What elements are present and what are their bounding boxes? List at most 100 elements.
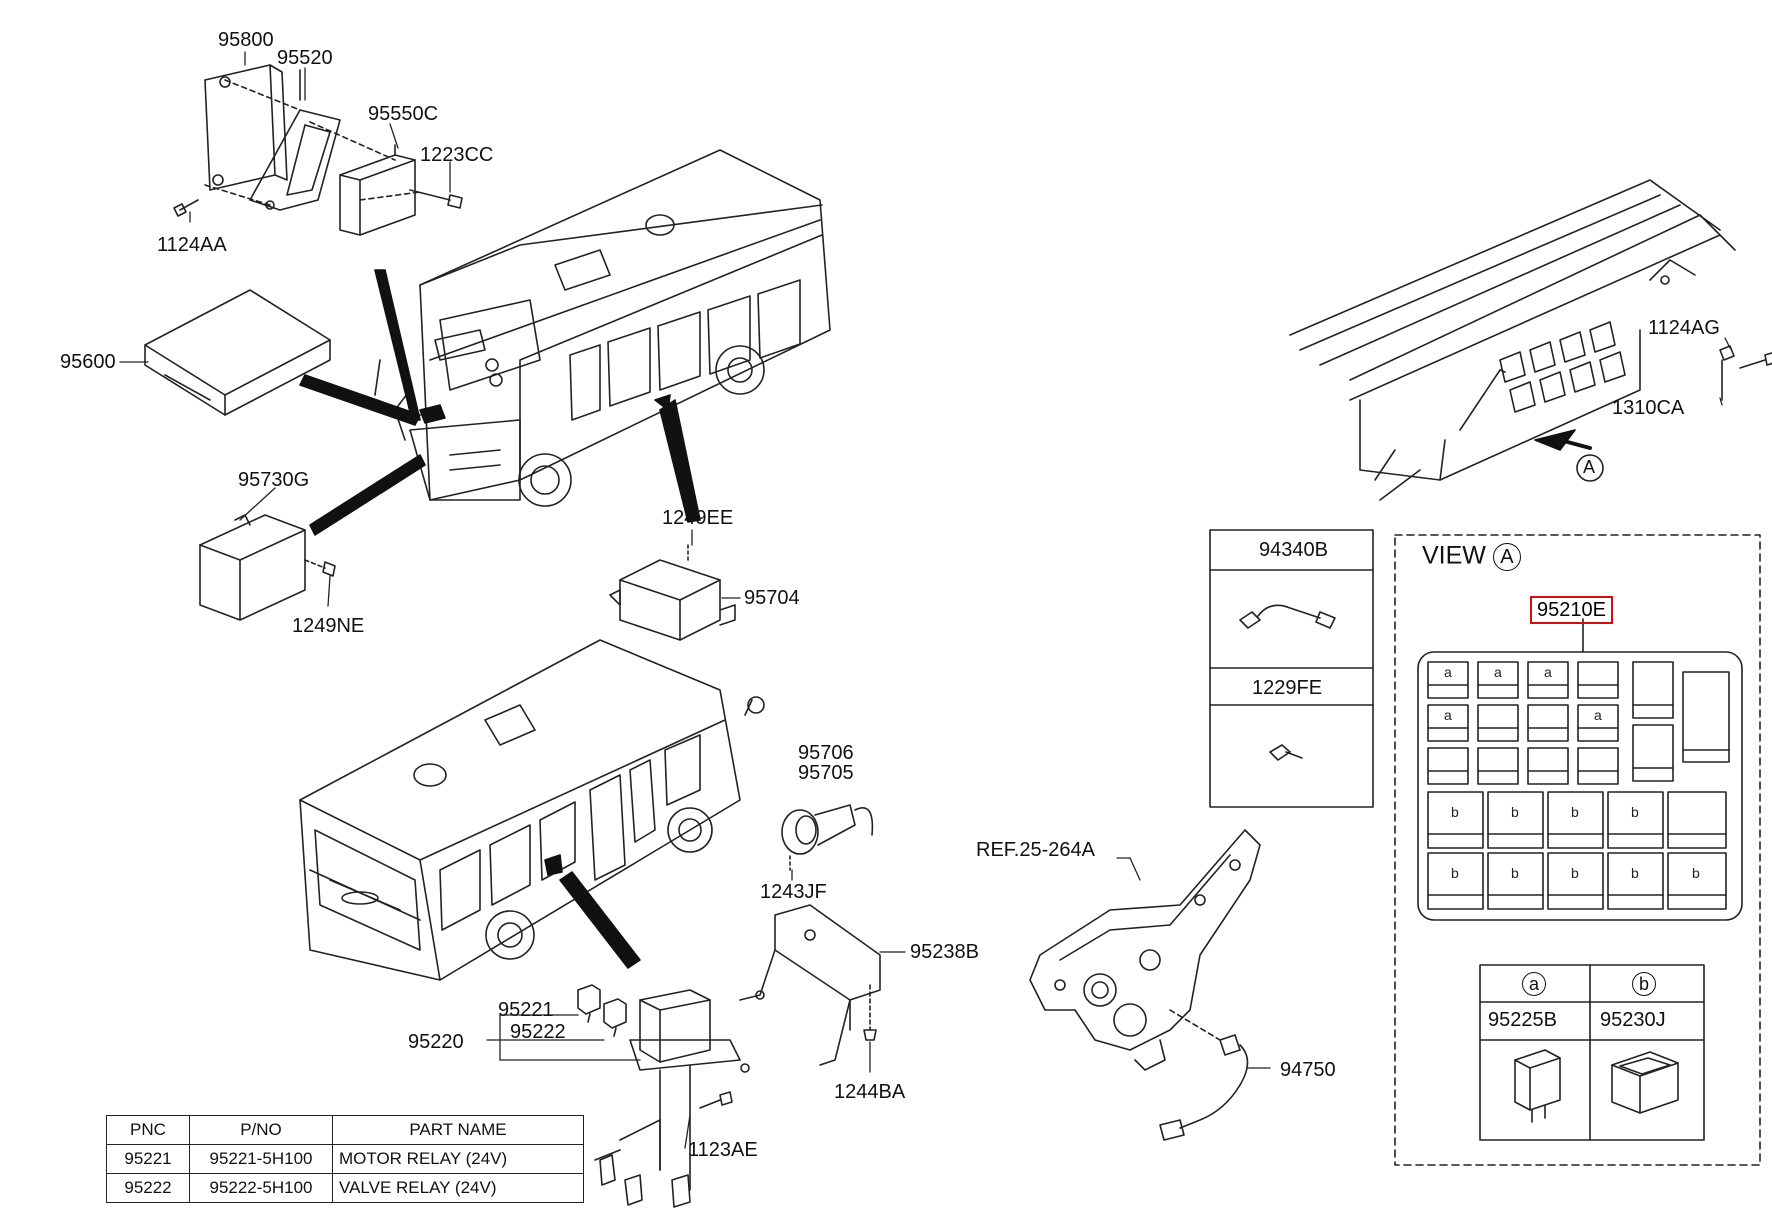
fuse-cell-b: b (1692, 865, 1700, 881)
label-94750: 94750 (1280, 1059, 1336, 1081)
cell-pno: 95221-5H100 (189, 1144, 333, 1174)
part-95704-unit (609, 544, 736, 641)
dash-fuse-area (1289, 179, 1736, 501)
label-1124AG: 1124AG (1648, 317, 1720, 339)
transmission-housing (1029, 829, 1261, 1071)
relay-legend-frame (1479, 964, 1705, 1141)
legend-symbol-a: a (1522, 972, 1546, 996)
label-1249EE: 1249EE (662, 507, 734, 529)
part-95520-bracket (249, 69, 341, 211)
fuse-cell-b: b (1631, 865, 1639, 881)
part-1124AA-bolt (173, 199, 199, 217)
part-1244BA-screw (863, 984, 877, 1041)
fuse-cell-a: a (1444, 664, 1452, 680)
fuse-grid-small (1427, 661, 1730, 785)
fuse-cell-a: a (1544, 664, 1552, 680)
part-95222-relay (603, 998, 627, 1037)
label-1124AA: 1124AA (157, 234, 227, 256)
col-header-pno: P/NO (189, 1115, 333, 1145)
callout-wedges-top (299, 269, 701, 536)
part-95221-relay (577, 984, 601, 1023)
part-95730G-module (199, 514, 306, 621)
part-1123AE-bolt (699, 1091, 733, 1109)
legend-symbol-b-circle: b (1632, 972, 1656, 996)
view-a-title-text: VIEW (1422, 541, 1486, 570)
legend-part-95230J: 95230J (1600, 1009, 1666, 1031)
label-leaders (119, 51, 1731, 1149)
cell-part-name: MOTOR RELAY (24V) (332, 1144, 584, 1174)
label-95705: 95705 (798, 762, 854, 784)
label-1123AE: 1123AE (688, 1139, 758, 1161)
part-95600-ecu (144, 289, 331, 416)
label-95706: 95706 (798, 742, 854, 764)
fuse-box-pnc-95210E: 95210E (1530, 596, 1613, 624)
col-header-part-name: PART NAME (332, 1115, 584, 1145)
view-a-dashed-frame (1394, 534, 1761, 1166)
part-1249NE-screw (304, 559, 336, 577)
relay-95230J-illustration (1611, 1051, 1679, 1114)
fuse-box-outline (1417, 651, 1743, 921)
cell-pnc: 95221 (106, 1144, 190, 1174)
callout-wedge-bottom (544, 854, 641, 969)
part-1124AG-bolt (1739, 352, 1772, 369)
label-95704: 95704 (744, 587, 800, 609)
label-1244BA: 1244BA (834, 1081, 906, 1103)
label-1310CA: 1310CA (1612, 397, 1685, 419)
cell-pnc: 95222 (106, 1173, 190, 1203)
label-95520: 95520 (277, 47, 333, 69)
bus-rear-illustration (299, 639, 765, 981)
legend-symbol-b: b (1632, 972, 1656, 996)
fuse-cell-b: b (1631, 804, 1639, 820)
fuse-cell-b: b (1451, 865, 1459, 881)
fuse-cell-b: b (1511, 865, 1519, 881)
fuse-cell-a: a (1444, 707, 1452, 723)
inset-label-94340B: 94340B (1259, 539, 1328, 561)
view-a-marker-letter: A (1583, 457, 1596, 477)
col-header-pnc: PNC (106, 1115, 190, 1145)
part-1310CA-nut (1719, 345, 1735, 401)
part-95706-sensor (781, 804, 874, 871)
part-95220-relay-assembly (594, 989, 750, 1208)
fuse-cell-b: b (1451, 804, 1459, 820)
fuse-grid-large (1427, 791, 1727, 910)
parts-table: PNC P/NO PART NAME 95221 95221-5H100 MOT… (106, 1115, 584, 1203)
fuse-cell-a: a (1594, 707, 1602, 723)
view-a-arrow (1534, 429, 1604, 482)
relay-95225B-illustration (1514, 1049, 1561, 1123)
label-95550C: 95550C (368, 103, 439, 125)
label-95238B: 95238B (910, 941, 979, 963)
fuse-cell-a: a (1494, 664, 1502, 680)
part-94340B-sensor (1239, 604, 1336, 629)
fuse-cell-b: b (1571, 865, 1579, 881)
legend-symbol-a-circle: a (1522, 972, 1546, 996)
part-1229FE-screw (1269, 744, 1303, 761)
table-row: 95221 95221-5H100 MOTOR RELAY (24V) (106, 1144, 584, 1174)
label-ref-25-264A: REF.25-264A (976, 839, 1095, 861)
label-95222: 95222 (510, 1021, 566, 1043)
label-1243JF: 1243JF (760, 881, 827, 903)
cell-pno: 95222-5H100 (189, 1173, 333, 1203)
inset-label-1229FE: 1229FE (1252, 677, 1323, 699)
part-95800-module (204, 64, 288, 191)
part-94750-sensor (1159, 1009, 1249, 1141)
label-95220: 95220 (408, 1031, 464, 1053)
label-95600: 95600 (60, 351, 116, 373)
label-95800: 95800 (218, 29, 274, 51)
fuse-cell-b: b (1571, 804, 1579, 820)
bus-front-illustration (374, 149, 831, 507)
label-1223CC: 1223CC (420, 144, 494, 166)
part-95550C-unit (339, 144, 416, 236)
inset-parts-frame (1209, 529, 1374, 808)
legend-part-95225B: 95225B (1488, 1009, 1557, 1031)
part-95238B-bracket (739, 904, 881, 1066)
label-1249NE: 1249NE (292, 615, 365, 637)
view-a-circle: A (1492, 543, 1521, 571)
view-a-title: VIEW A (1422, 543, 1521, 571)
label-95221: 95221 (498, 999, 554, 1021)
label-95730G: 95730G (238, 469, 310, 491)
parts-table-header-row: PNC P/NO PART NAME (106, 1115, 584, 1145)
fuse-cell-b: b (1511, 804, 1519, 820)
cell-part-name: VALVE RELAY (24V) (332, 1173, 584, 1203)
